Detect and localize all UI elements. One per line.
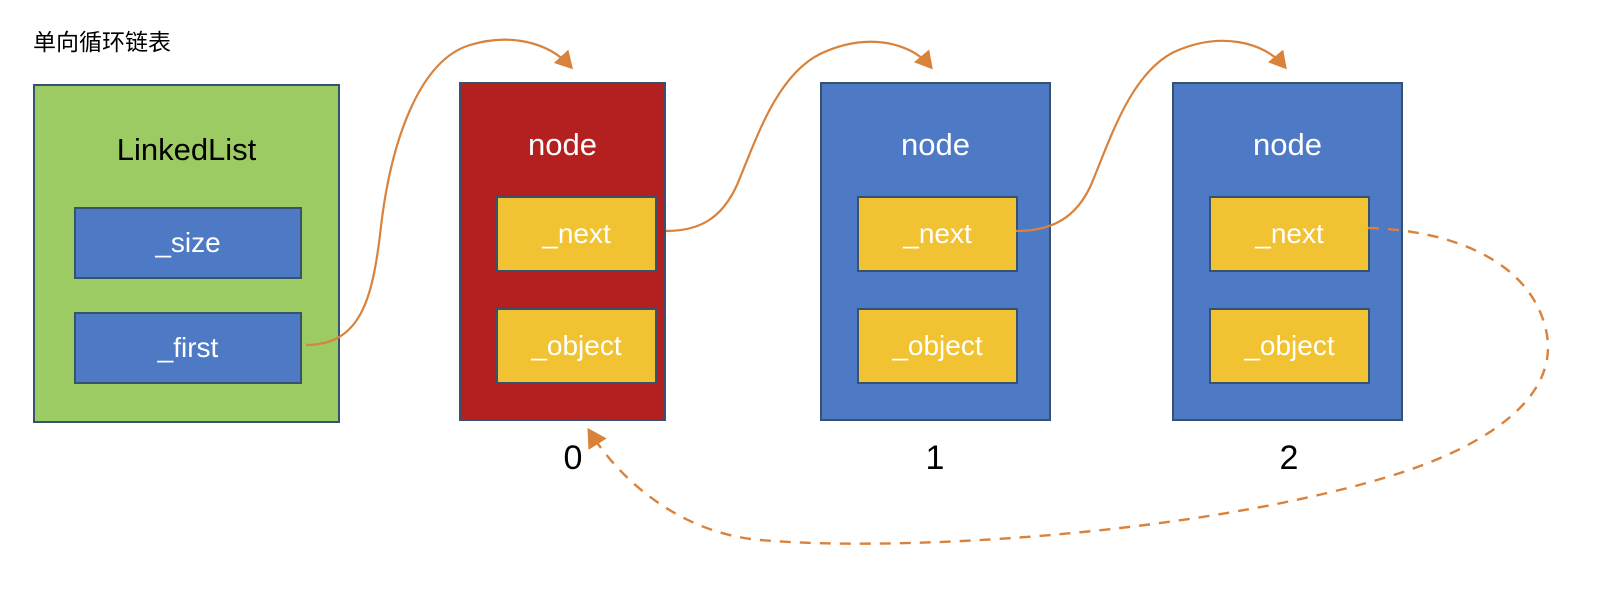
node-title-1: node <box>901 127 970 162</box>
linkedlist-title: LinkedList <box>116 132 257 167</box>
node-title-2: node <box>1253 127 1322 162</box>
arrow-node2-next-to-node0 <box>587 226 1550 545</box>
linkedlist-box: LinkedList _size _first <box>33 84 340 423</box>
node-2-field-object: _object <box>1209 308 1370 384</box>
index-label-0: 0 <box>563 439 583 477</box>
node-box-0: node _next _object <box>459 82 666 421</box>
index-label-1: 1 <box>925 439 945 477</box>
node-0-field-object: _object <box>496 308 657 384</box>
node-0-field-next: _next <box>496 196 657 272</box>
field-size: _size <box>74 207 302 279</box>
node-title-0: node <box>528 127 597 162</box>
node-1-field-next: _next <box>857 196 1018 272</box>
page-title: 单向循环链表 <box>33 29 171 55</box>
index-label-2: 2 <box>1279 439 1299 477</box>
node-1-field-object: _object <box>857 308 1018 384</box>
node-2-field-next: _next <box>1209 196 1370 272</box>
node-box-2: node _next _object <box>1172 82 1403 421</box>
node-box-1: node _next _object <box>820 82 1051 421</box>
field-first: _first <box>74 312 302 384</box>
